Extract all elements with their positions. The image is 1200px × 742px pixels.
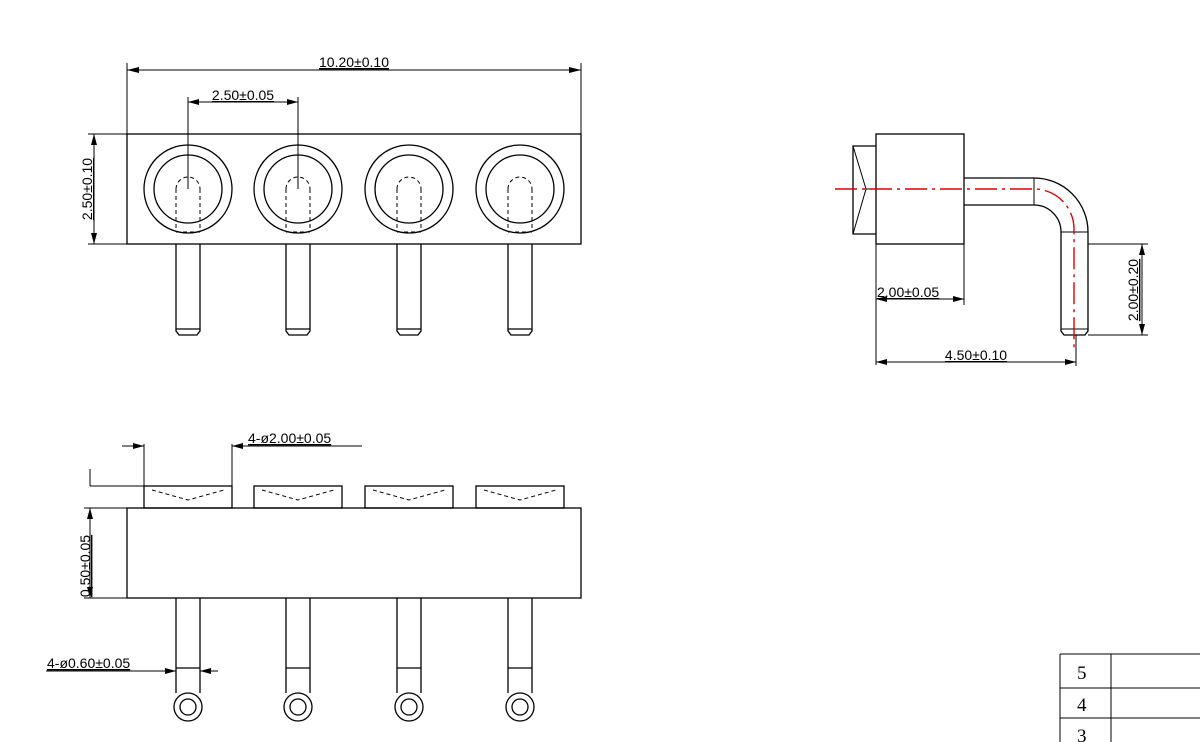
dim-pitch-label: 2.50±0.05 [212,87,274,103]
title-block-row-3: 3 [1077,726,1087,742]
side-view-pin [964,177,1089,336]
bottom-view-head-4 [475,485,565,509]
dim-overall-width: 10.20±0.10 [126,54,582,134]
title-block-row-4: 4 [1077,695,1087,716]
dim-body-height: 0.50±0.05 [77,507,127,599]
bottom-view-head-1 [143,485,233,509]
bottom-view-pin-2 [283,598,313,722]
dim-front-height-label: 2.50±0.10 [79,158,95,220]
bottom-view-pin-4 [505,598,535,722]
dim-pin-diameter: 4-ø0.60±0.05 [46,655,218,674]
dim-side-offset: 2.00±0.05 [875,244,965,365]
bottom-view-pin-3 [394,598,424,722]
front-view-body [126,133,582,245]
title-block-row-5: 5 [1077,663,1087,684]
dim-contact-diameter: 4-ø2.00±0.05 [89,430,362,487]
side-view-plunger [852,145,876,235]
dim-side-length: 4.50±0.10 [876,335,1077,366]
bottom-view-head-2 [253,485,343,509]
side-view: 2.00±0.05 4.50±0.10 2.00±0.20 [835,133,1148,366]
dim-front-height: 2.50±0.10 [79,133,127,245]
dim-side-offset-label: 2.00±0.05 [877,284,939,300]
dim-side-pin-height-label: 2.00±0.20 [1125,259,1141,321]
dim-body-height-label: 0.50±0.05 [77,535,93,597]
front-view: 10.20±0.10 2.50±0.05 2.50±0.10 [79,54,582,336]
bottom-view-head-3 [364,485,454,509]
front-view-contact-3 [364,144,454,336]
bottom-view-pin-1 [173,598,203,722]
dim-side-length-label: 4.50±0.10 [945,347,1007,363]
dim-contact-diameter-label: 4-ø2.00±0.05 [248,430,331,446]
dim-side-pin-height: 2.00±0.20 [1088,243,1148,336]
bottom-view: 4-ø2.00±0.05 0.50±0.05 4-ø0.60±0.05 [46,430,582,722]
title-block: 5 4 3 [1059,653,1200,742]
front-view-contact-4 [475,144,565,336]
bottom-view-body [126,507,582,599]
dim-pin-diameter-label: 4-ø0.60±0.05 [47,655,130,671]
dim-overall-width-label: 10.20±0.10 [319,54,389,70]
dim-pitch: 2.50±0.05 [187,87,299,189]
